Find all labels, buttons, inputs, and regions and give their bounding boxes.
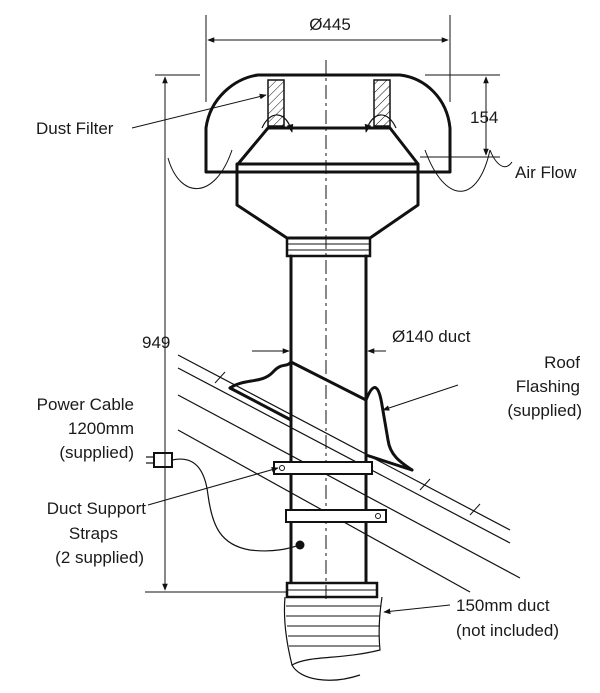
- air-flow-curves: [167, 149, 513, 192]
- support-straps: [273, 461, 387, 523]
- power-cable-label-3: (supplied): [59, 443, 134, 462]
- roof-flashing-label-3: (supplied): [507, 401, 582, 420]
- dim-445-label: Ø445: [309, 15, 351, 34]
- dust-filter-label: Dust Filter: [36, 119, 114, 138]
- power-cable-label-1: Power Cable: [37, 395, 134, 414]
- duct-support-label-2: Straps: [69, 524, 118, 543]
- air-flow-label: Air Flow: [515, 163, 577, 182]
- dim-949: [145, 74, 287, 593]
- roof-lines: [177, 354, 521, 593]
- dim-154: [420, 74, 500, 158]
- roof-flashing-label-1: Roof: [544, 353, 580, 372]
- dim-140-label: Ø140 duct: [392, 327, 471, 346]
- duct-support-label-3: (2 supplied): [55, 548, 144, 567]
- duct-150-label-2: (not included): [456, 621, 559, 640]
- duct-support-label-1: Duct Support: [47, 499, 146, 518]
- dim-154-label: 154: [470, 108, 498, 127]
- roof-flashing-label-2: Flashing: [516, 377, 580, 396]
- duct-150-label-1: 150mm duct: [456, 596, 550, 615]
- flex-duct: [283, 596, 383, 681]
- dim-949-label: 949: [142, 333, 170, 352]
- leader-lines: [131, 93, 459, 615]
- roof-flashing: [228, 360, 414, 472]
- vent-head: [204, 73, 452, 240]
- power-cable-label-2: 1200mm: [68, 419, 134, 438]
- dim-445: [205, 15, 451, 102]
